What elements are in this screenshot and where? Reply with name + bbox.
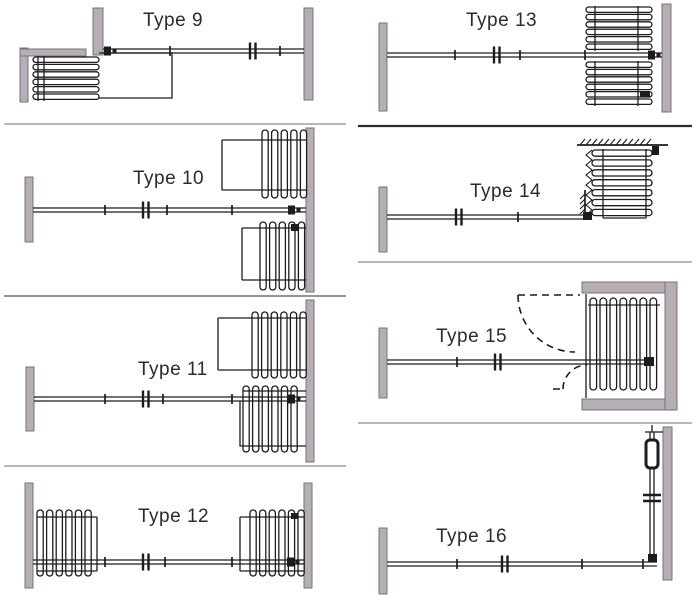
panel-label: Type 11 [138,359,208,380]
panel-type-9: Type 9 [19,7,314,103]
radiator [251,311,307,379]
connection-box [99,52,173,99]
radiator [32,56,100,101]
wall-right [303,7,314,101]
pipe-coupling-icon [492,45,501,65]
pipe-coupling-icon [500,554,509,574]
wall-right [662,426,673,581]
valve-icon [652,146,659,155]
pipe-coupling-icon [141,389,150,409]
panel-type-10: Type 10 [24,127,315,293]
pipe-coupling-icon [248,41,257,61]
riser-pipe [645,425,663,562]
panel-label: Type 10 [133,168,204,189]
valve-icon [640,92,650,98]
connection-box [37,516,98,572]
wall-right [305,299,315,463]
panel-label: Type 14 [470,181,541,202]
panel-type-13: Type 13 [378,3,672,113]
pipe-coupling-icon [454,207,463,227]
valve-icon [104,46,117,56]
wall-right [305,127,315,293]
pipe [387,359,650,365]
wall-left [24,482,34,589]
wall-right [661,3,672,113]
panel-dividers [4,123,692,467]
valve-icon [291,224,299,231]
riser-radiator-element [644,438,660,470]
pipe [387,561,657,567]
panel-label: Type 9 [143,10,203,31]
wall-left [378,527,388,595]
radiator-section-lines [37,56,45,101]
connection-box [221,139,306,191]
panel-label: Type 15 [436,326,507,347]
panel-type-11: Type 11 [25,299,315,463]
pipe-coupling-icon [141,552,150,572]
pipe [33,559,304,565]
pipe [34,396,306,402]
door-swing-arc [517,294,576,353]
panel-type-14: Type 14 [378,138,668,253]
valve-icon [288,394,301,404]
wall-left [378,22,388,112]
valve-icon [291,513,298,519]
radiator [591,149,653,217]
pipe-coupling-icon [493,352,502,372]
wall-left [378,186,388,253]
pipe-coupling-icon [643,493,661,503]
pipe [387,214,588,220]
niche-wall-bottom [581,398,666,411]
wall-segment [19,48,87,57]
door-swing-arc [553,364,588,390]
wall-right [303,482,313,589]
wall-left [378,327,388,399]
connection-box [239,390,306,447]
pipe-coupling-icon [141,200,150,220]
radiator [36,509,92,577]
radiator [585,61,653,106]
riser-hatch [579,193,586,215]
panel-label: Type 12 [138,506,209,527]
wall-segment [92,7,104,56]
pipe-corner-fitting [648,554,657,562]
radiator-hatched-edge [585,149,593,219]
panel-label: Type 13 [466,10,537,31]
radiator [589,297,658,391]
valve-icon [648,50,661,60]
radiator-section-lines [594,6,639,106]
wall-segment [19,47,29,103]
panel-type-16: Type 16 [378,425,673,595]
niche-wall-right [664,281,678,411]
wall-left [25,366,35,432]
pipe [103,48,304,54]
radiator [249,509,305,577]
valve-icon [288,205,301,215]
pipe [387,52,662,58]
niche-wall-top [581,281,666,294]
panel-label: Type 16 [436,526,507,547]
pipe-corner-fitting [583,212,592,220]
radiator [585,6,653,51]
ceiling-hatch [579,138,652,146]
panel-type-12: Type 12 [24,482,313,589]
panel-type-15: Type 15 [378,281,678,411]
wall-left [24,176,34,243]
radiator-section-lines [602,149,647,219]
connection-box [217,317,306,371]
valve-icon [644,357,654,366]
pipe [33,207,306,213]
